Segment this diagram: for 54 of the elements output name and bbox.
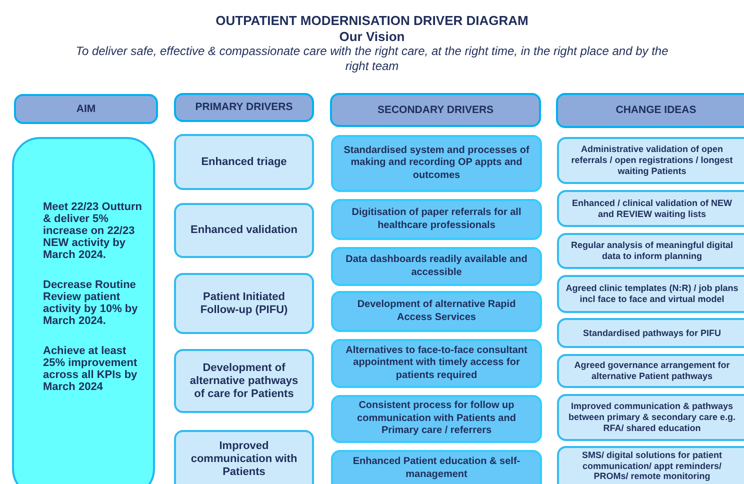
node-text: Administrative validation of open referrals / open registrations / longest waiting Patients	[570, 144, 734, 177]
node-text: SMS/ digital solutions for patient communication/ appt reminders/ PROMs/ remote monitoring	[580, 450, 723, 482]
column-header	[174, 93, 314, 122]
change-idea-box	[557, 275, 744, 313]
header-text: PRIMARY DRIVERS	[195, 101, 293, 114]
header-text: CHANGE IDEAS	[616, 104, 696, 117]
change-idea-box	[557, 318, 744, 348]
primary-driver-box	[174, 430, 314, 484]
change-idea-box	[557, 354, 744, 388]
change-idea-box	[557, 446, 744, 484]
column-header	[330, 93, 541, 127]
node-text: Standardised pathways for PIFU	[582, 328, 722, 338]
header-text: AIM	[76, 102, 96, 116]
node-text: Agreed clinic templates (N:R) / job plans incl face to face and virtual model	[565, 283, 739, 305]
node-text: Standardised system and processes of making and recording OP appts and outcomes	[342, 144, 530, 182]
secondary-driver-box	[331, 395, 542, 443]
change-idea-box	[557, 233, 744, 269]
node-text: Digitisation of paper referrals for all healthcare professionals	[350, 207, 522, 232]
node-text: Patient Initiated Follow-up (PIFU)	[199, 290, 289, 316]
vision-statement: To deliver safe, effective & compassionate care with the right care, at the right time, in the right place and by the right team	[74, 44, 670, 74]
secondary-driver-box	[331, 135, 542, 192]
secondary-driver-box	[331, 247, 542, 286]
node-text: Enhanced / clinical validation of NEW and REVIEW waiting lists	[570, 198, 734, 220]
diagram-title: OUTPATIENT MODERNISATION DRIVER DIAGRAM	[214, 13, 530, 28]
primary-driver-box	[174, 349, 314, 413]
column-header	[556, 93, 744, 128]
primary-driver-box	[174, 273, 314, 334]
node-text: Decrease Routine Review patient activity by 10% by March 2024.	[43, 279, 139, 327]
node-text: Alternatives to face-to-face consultant appointment with timely access for patients required	[344, 344, 528, 382]
change-idea-box	[557, 394, 744, 441]
secondary-driver-box	[331, 199, 542, 240]
secondary-driver-box	[331, 291, 542, 332]
secondary-driver-box	[331, 339, 542, 388]
subtitle: Our Vision	[338, 29, 406, 44]
node-text: Agreed governance arrangement for alternative Patient pathways	[573, 360, 731, 382]
primary-driver-box	[174, 203, 314, 258]
node-text: Improved communication with Patients	[190, 440, 298, 479]
node-text: Achieve at least 25% improvement across all KPIs by March 2024	[43, 345, 138, 393]
node-text: Enhanced triage	[201, 156, 287, 168]
column-header	[14, 94, 158, 124]
node-text: Development of alternative pathways of care for Patients	[188, 362, 300, 400]
node-text: Improved communication & pathways between primary & secondary care e.g. RFA/ shared education	[567, 401, 737, 434]
node-text: Meet 22/23 Outturn & deliver 5% increase on 22/23 NEW activity by March 2024.	[43, 201, 143, 261]
change-idea-box	[557, 190, 744, 227]
node-text: Regular analysis of meaningful digital data to inform planning	[570, 240, 734, 262]
node-text: Data dashboards readily available and accessible	[344, 254, 528, 279]
node-text: Enhanced validation	[190, 224, 298, 237]
aim-box	[12, 137, 155, 484]
node-text: Development of alternative Rapid Access Services	[356, 299, 517, 324]
primary-driver-box	[174, 134, 314, 190]
node-text: Enhanced Patient education & self-management	[352, 456, 522, 481]
node-text: Consistent process for follow up communication with Patients and Primary care / referrers	[356, 400, 517, 438]
header-text: SECONDARY DRIVERS	[377, 104, 494, 116]
change-idea-box	[557, 137, 744, 184]
